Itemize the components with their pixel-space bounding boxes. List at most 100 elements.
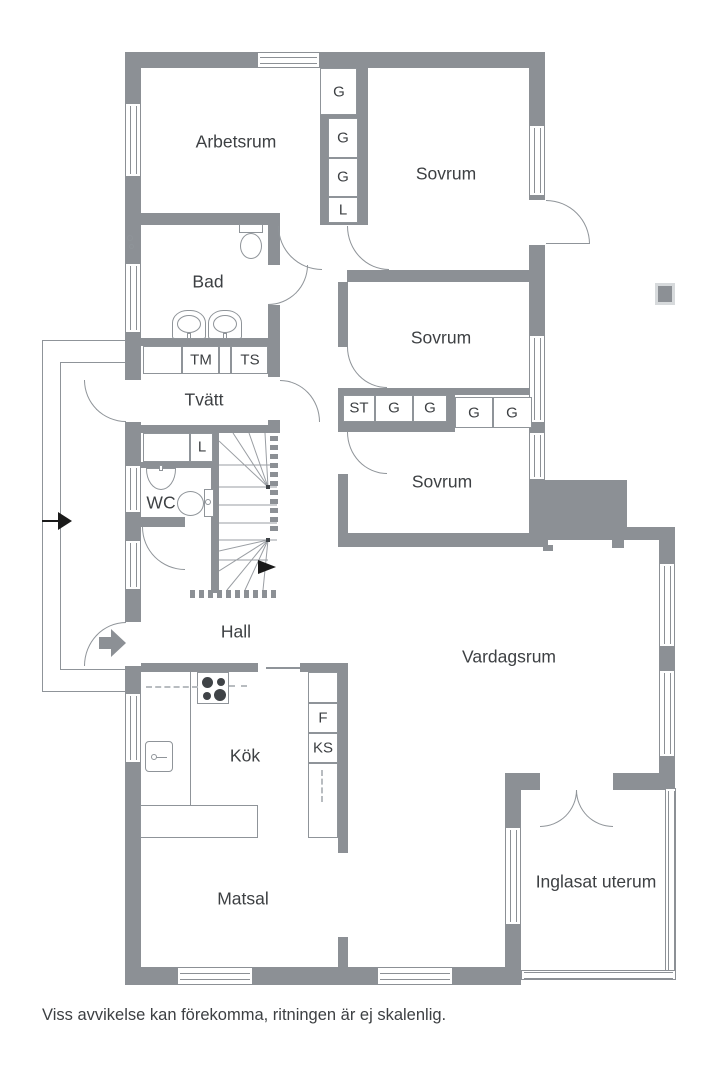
wall-matsal-stub — [338, 937, 348, 967]
bad-sink-tap-icon — [223, 333, 227, 339]
wall-closet-row-bottom — [338, 422, 452, 432]
window-uterum-left — [505, 827, 521, 925]
stair-railing-hatch-bottom — [190, 590, 280, 598]
wc-toilet-bowl — [177, 491, 204, 516]
door-arc-sovrum2 — [347, 347, 387, 388]
stove-burner-icon — [202, 677, 213, 688]
closet-label-l-top: L — [338, 201, 348, 219]
bad-mixer-icon — [129, 244, 134, 249]
cabinet-above-fridge — [308, 672, 338, 703]
wall-sovrum2-bottom — [338, 388, 545, 395]
wall-stair-left — [211, 433, 219, 593]
wall-closet-pier — [447, 393, 455, 432]
room-label-vardagsrum: Vardagsrum — [461, 646, 557, 667]
window-hall-left — [125, 540, 141, 590]
closet-tm — [182, 346, 219, 374]
wall-fireplace-tab-1 — [543, 545, 553, 551]
room-label-wc: WC — [146, 492, 176, 513]
wall-sovrum3-bottom — [338, 533, 548, 547]
closet-g-row2b — [493, 397, 532, 428]
closet-label-st: ST — [349, 399, 369, 417]
wc-toilet-button-icon — [205, 499, 211, 505]
wall-bad-bottom — [141, 338, 280, 346]
window-wc-left — [125, 465, 141, 513]
window-kok-left — [125, 693, 141, 763]
door-arc-sovrum1 — [347, 226, 389, 270]
room-label-hall: Hall — [220, 621, 252, 642]
wall-bad-right-a — [268, 225, 280, 265]
closet-label-tm: TM — [190, 351, 212, 369]
room-label-bad: Bad — [192, 271, 224, 292]
glazed-wall-uterum-right — [665, 788, 676, 973]
bad-sink-2 — [208, 310, 242, 339]
door-arc-uterum-right-leaf — [576, 790, 613, 827]
closet-l-top — [328, 197, 358, 223]
closet-label-g1: G — [333, 83, 345, 101]
closet-g-row1b — [413, 395, 447, 422]
closet-label-ks: KS — [312, 739, 334, 757]
window-vardagsrum-right-2 — [659, 670, 675, 757]
closet-g3 — [328, 158, 358, 197]
door-arc-corridor-bad — [278, 226, 322, 270]
wall-fridge-right — [338, 663, 348, 853]
room-label-uterum: Inglasat uterum — [535, 871, 657, 892]
kitchen-counter-line — [190, 672, 191, 805]
room-label-sovrum-3: Sovrum — [411, 471, 473, 492]
room-label-kok: Kök — [229, 745, 261, 766]
door-arc-tvatt — [280, 380, 320, 422]
chimney-square — [655, 283, 675, 305]
window-bad-left — [125, 263, 141, 333]
toilet-tank-bad — [239, 224, 263, 233]
bad-sink-bowl — [177, 315, 201, 333]
kitchen-counter-connector-line — [266, 667, 300, 669]
staircase — [219, 433, 277, 591]
closet-l-mid — [190, 433, 213, 462]
wall-fridge-top — [300, 663, 348, 672]
closet-f — [308, 703, 338, 733]
window-matsal-bottom-2 — [377, 967, 453, 985]
door-gap-tvatt-exterior — [125, 380, 141, 422]
wall-sovrum3-left — [338, 474, 348, 533]
door-gap-entrance — [125, 622, 141, 666]
wall-closet-column-spacer — [357, 68, 368, 118]
window-sovrum3-right — [529, 432, 545, 480]
wc-sink — [146, 468, 176, 490]
kitchen-dashed-counter-right — [229, 685, 247, 687]
closet-label-g-row1a: G — [388, 399, 400, 417]
wall-uterum-top-left — [505, 773, 540, 790]
closet-g-row2a — [455, 397, 493, 428]
kitchen-sink — [145, 741, 173, 772]
window-matsal-bottom-1 — [177, 967, 253, 985]
porch-outline-outer — [42, 340, 126, 692]
stair-railing-hatch-right — [270, 436, 278, 534]
entrance-arrow-shaft — [99, 637, 112, 649]
door-arc-sovrum3 — [347, 432, 387, 474]
wall-l-band-bottom — [141, 462, 219, 468]
door-arc-uterum-left-leaf — [540, 790, 577, 827]
closet-label-g3: G — [337, 168, 349, 186]
entry-direction-line — [42, 520, 58, 522]
closet-ks — [308, 733, 338, 763]
wall-chimney-mass — [529, 480, 627, 540]
stove-burner-icon — [217, 678, 225, 686]
closet-ts — [231, 346, 268, 374]
room-label-arbetsrum: Arbetsrum — [195, 131, 277, 152]
closet-label-l-mid: L — [197, 438, 207, 456]
window-sovrum1-right — [529, 125, 545, 196]
room-label-matsal: Matsal — [217, 888, 269, 909]
bad-mixer-icon — [127, 235, 133, 241]
bad-sink-1 — [172, 310, 206, 339]
stair-direction-arrow-icon — [258, 560, 276, 574]
dishwasher-dashed-line — [321, 770, 323, 802]
closet-g1 — [320, 68, 357, 115]
disclaimer-text: Viss avvikelse kan förekomma, ritningen … — [42, 1006, 447, 1024]
sink-tap-icon — [156, 757, 167, 758]
wall-kitchen-half — [140, 663, 258, 672]
kitchen-dashed-counter-left — [146, 686, 198, 688]
wall-below-tvatt — [141, 425, 280, 433]
wall-sovrum1-bottom — [347, 270, 545, 282]
door-arc-wc — [142, 527, 185, 570]
cabinet-bad — [143, 346, 182, 374]
stove — [197, 672, 229, 704]
bad-sink-bowl — [213, 315, 237, 333]
